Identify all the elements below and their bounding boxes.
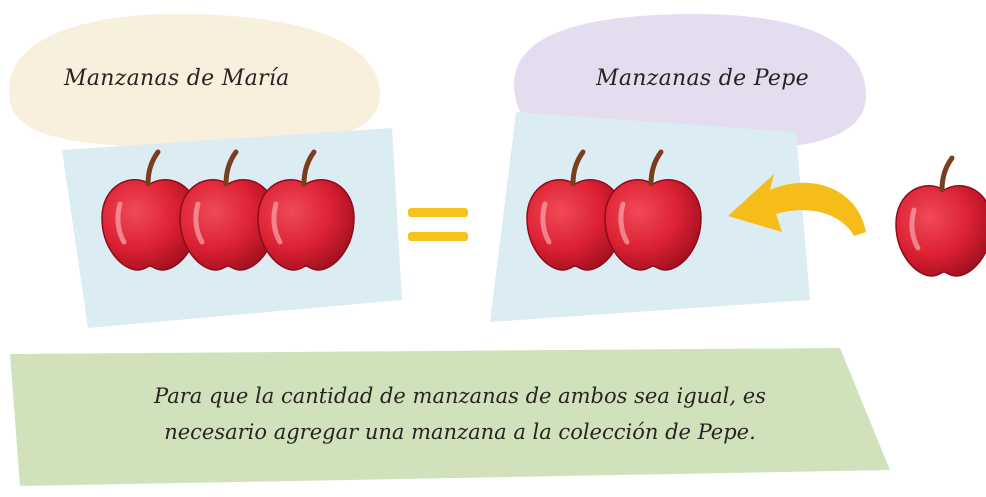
caption-line-1: Para que la cantidad de manzanas de ambo… [154,384,766,408]
arrow [728,174,866,236]
pepe-label: Manzanas de Pepe [596,66,809,91]
maria-label: Manzanas de María [64,66,290,91]
caption-box [10,348,890,486]
caption-text: Para que la cantidad de manzanas de ambo… [80,378,840,450]
equals-sign [408,208,468,241]
added-apple [896,158,986,276]
caption-line-2: necesario agregar una manzana a la colec… [164,420,756,444]
maria-bubble [9,13,381,149]
pepe-bubble [514,13,866,151]
